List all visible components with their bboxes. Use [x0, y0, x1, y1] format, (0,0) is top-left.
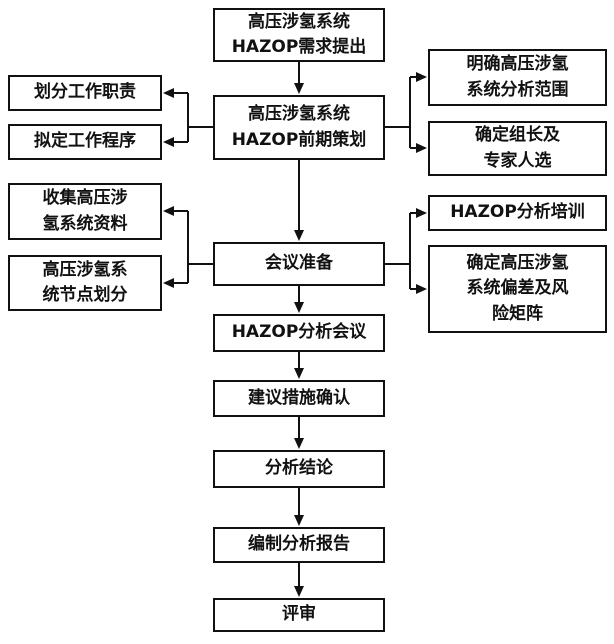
node-meeting-prep: 会议准备	[213, 242, 385, 286]
node-hazop-meeting: HAZOP分析会议	[213, 314, 385, 352]
node-procedure-draft: 拟定工作程序	[8, 124, 162, 160]
node-analysis-scope: 明确高压涉氢 系统分析范围	[428, 49, 607, 106]
node-duty-division: 划分工作职责	[8, 75, 162, 111]
node-analysis-conclusion: 分析结论	[213, 450, 385, 488]
node-leader-experts: 确定组长及 专家人选	[428, 121, 607, 176]
node-hazop-planning: 高压涉氢系统 HAZOP前期策划	[213, 95, 385, 160]
node-hazop-request: 高压涉氢系统 HAZOP需求提出	[213, 8, 385, 62]
node-analysis-report: 编制分析报告	[213, 527, 385, 563]
node-hazop-training: HAZOP分析培训	[428, 195, 607, 231]
node-review: 评审	[213, 598, 385, 632]
node-node-division: 高压涉氢系 统节点划分	[8, 255, 162, 311]
node-deviation-matrix: 确定高压涉氢 系统偏差及风 险矩阵	[428, 245, 607, 333]
node-measures-confirm: 建议措施确认	[213, 380, 385, 417]
node-data-collection: 收集高压涉 氢系统资料	[8, 183, 162, 240]
